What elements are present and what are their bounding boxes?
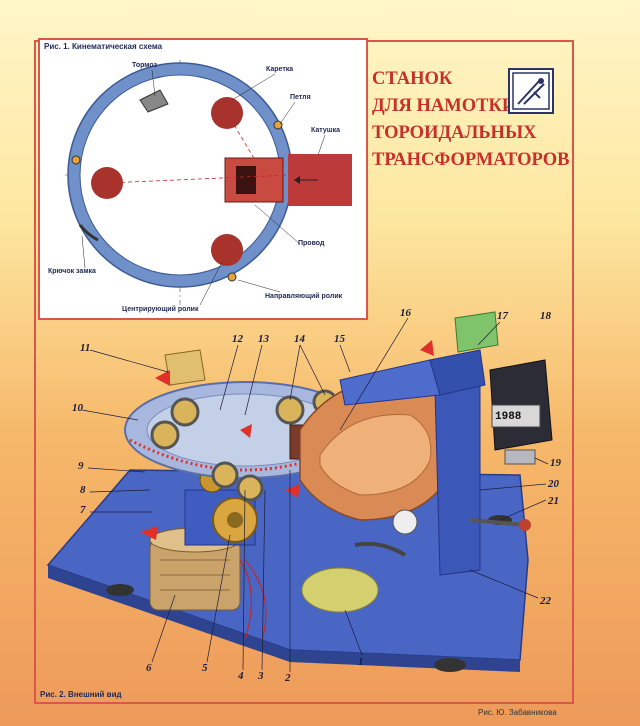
label-karetka: Каретка [266,66,294,73]
part-number: 9 [78,460,84,472]
part-number: 19 [550,457,561,469]
part-number: 3 [258,670,264,682]
counter-display [491,404,541,428]
counter-value: 1988 [495,411,522,423]
fig1-leaders [81,69,326,306]
part-number: 10 [72,402,83,414]
arrow [155,370,170,386]
foot [106,584,134,596]
illustrator-credit: Рис. Ю. Забавникова [478,708,557,717]
reset-knob [504,449,536,465]
part-number: 16 [400,307,411,319]
arrow [140,526,158,540]
arrow [420,340,434,356]
foot [434,658,466,672]
roller [170,397,200,427]
brake [139,89,169,113]
magazine-logo [508,68,554,114]
toroid-inner [319,414,432,496]
label-tormoz: Тормоз [132,62,158,69]
part-number: 4 [238,670,244,682]
pin [71,155,81,165]
crank [354,541,407,557]
roller [150,420,180,450]
part-number: 20 [548,478,559,490]
fig2-caption: Рис. 2. Внешний вид [40,690,122,699]
label-centr: Центрирующий ролик [122,306,199,313]
roller-bottom [211,234,243,266]
roller [236,474,264,502]
lever-knob [519,519,531,531]
part-number: 1 [358,656,364,668]
pin [273,120,283,130]
lever [469,518,526,527]
logo-icon [512,72,550,110]
wire-path-2 [226,112,256,161]
part-number: 18 [540,310,551,322]
part-number: 17 [497,310,508,322]
title-line: ТОРОИДАЛЬНЫХ [372,123,537,143]
wire-spool [454,311,499,353]
pedal [301,567,379,613]
wire-path [106,174,291,184]
title-line: СТАНОК [372,69,453,89]
page-title: СТАНОК ДЛЯ НАМОТКИ ТОРОИДАЛЬНЫХ ТРАНСФОР… [372,66,569,174]
title-line: ТРАНСФОРМАТОРОВ [372,150,570,170]
arrow [285,484,300,498]
part-number: 22 [540,595,551,607]
wire [244,559,267,641]
fig1-caption: Рис. 1. Кинематическая схема [44,42,163,51]
roller [275,395,305,425]
wire [239,559,252,641]
label-katushka: Катушка [311,127,340,134]
part-number: 13 [258,333,269,345]
part-number: 15 [334,333,345,345]
arm-joint [429,349,486,396]
part-number: 6 [146,662,152,674]
label-petlya: Петля [290,94,311,101]
label-napravl: Направляющий ролик [265,293,343,300]
part-number: 14 [294,333,305,345]
core-slot [236,166,256,194]
part-number: 11 [80,342,91,354]
pin [227,272,237,282]
roller [211,461,239,489]
part-number: 21 [548,495,559,507]
part-number: 2 [285,672,291,684]
part-number: 7 [80,504,86,516]
part-number: 12 [232,333,243,345]
part-number: 5 [202,662,208,674]
label-provod: Провод [298,240,325,247]
hand-wheel [392,509,418,535]
title-line: ДЛЯ НАМОТКИ [372,96,517,116]
label-kryuchok: Крючок замка [48,268,96,275]
arrow [240,424,252,438]
hook [78,224,99,242]
coil-arrow-head [294,176,300,184]
gear-hub [227,512,243,528]
part-number: 8 [80,484,86,496]
ring-teeth [129,438,361,472]
leader-lines [81,317,549,672]
